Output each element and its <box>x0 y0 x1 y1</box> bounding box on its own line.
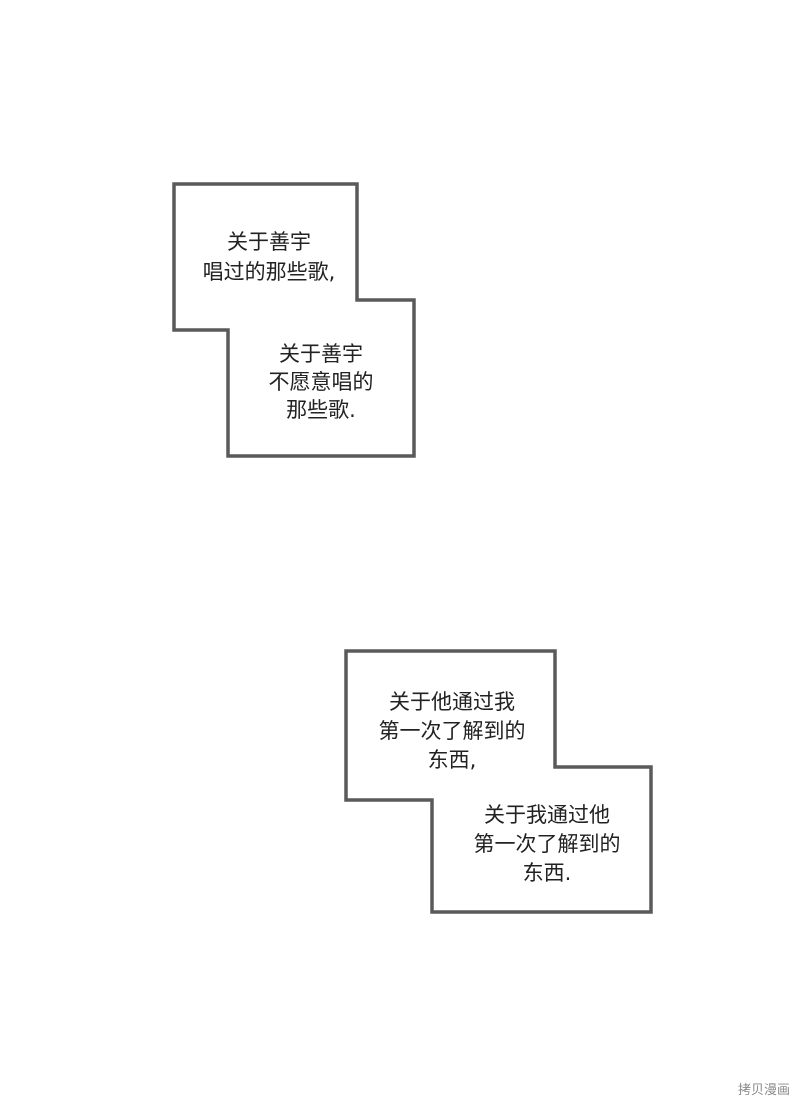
caption-box-2: 关于善宇 不愿意唱的 那些歌. <box>228 340 414 424</box>
caption-line: 那些歌. <box>286 398 356 422</box>
caption-line: 关于善宇 <box>227 230 311 254</box>
caption-line: 关于他通过我 <box>389 690 515 714</box>
caption-line: 东西. <box>522 861 572 885</box>
caption-line: 东西, <box>427 748 477 772</box>
watermark: 拷贝漫画 <box>737 1083 790 1098</box>
caption-box-outline-bottom <box>344 649 653 914</box>
caption-line: 不愿意唱的 <box>268 370 374 394</box>
caption-line: 第一次了解到的 <box>378 719 526 743</box>
caption-line: 唱过的那些歌, <box>202 260 336 284</box>
caption-box-outline-top <box>172 182 416 458</box>
caption-line: 第一次了解到的 <box>473 832 621 856</box>
caption-line: 关于我通过他 <box>484 803 610 827</box>
caption-box-1: 关于善宇 唱过的那些歌, <box>174 227 364 287</box>
caption-box-3: 关于他通过我 第一次了解到的 东西, <box>346 688 558 775</box>
caption-line: 关于善宇 <box>279 342 363 366</box>
caption-box-4: 关于我通过他 第一次了解到的 东西. <box>440 801 654 888</box>
